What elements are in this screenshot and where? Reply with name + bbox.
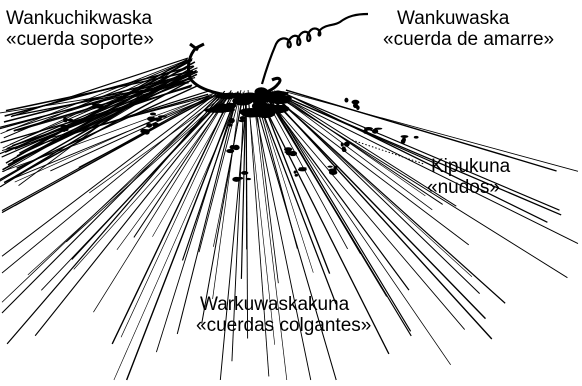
knot	[241, 108, 263, 118]
knot	[152, 123, 159, 127]
knots-label: Kipukuna «nudos»	[427, 156, 510, 198]
knot	[341, 143, 344, 147]
knot	[62, 129, 66, 132]
pendant-cord	[256, 96, 336, 304]
knot	[374, 128, 382, 130]
main-cord-label: Wankuchikwaska «cuerda soporte»	[6, 8, 154, 50]
knot	[150, 112, 156, 115]
knot	[294, 170, 297, 173]
knot	[356, 105, 360, 110]
pendants-label: Warkuwaskakuna «cuerdas colgantes»	[196, 294, 371, 336]
top-cord-name: Wankuwaska	[383, 8, 554, 29]
knot	[146, 123, 152, 128]
knot	[289, 151, 297, 156]
knot	[414, 136, 419, 139]
knot	[147, 116, 155, 121]
top-cord-label: Wankuwaska «cuerda de amarre»	[383, 8, 554, 50]
knot	[401, 135, 409, 138]
knot	[229, 118, 235, 123]
top-cord-gloss: «cuerda de amarre»	[383, 29, 554, 50]
knot	[140, 129, 147, 134]
knot	[344, 141, 350, 146]
pendant-cord	[7, 91, 225, 344]
knot	[92, 104, 97, 108]
knot	[60, 125, 68, 128]
pendants-gloss: «cuerdas colgantes»	[196, 315, 371, 336]
pendant-cord	[2, 96, 219, 302]
knot	[228, 123, 232, 126]
main-cord-name: Wankuchikwaska	[6, 8, 154, 29]
main-cord-gloss: «cuerda soporte»	[6, 29, 154, 50]
knot	[204, 108, 230, 113]
knot	[241, 171, 248, 175]
knot	[98, 107, 103, 109]
pendant-cord	[286, 90, 557, 171]
knot	[158, 115, 167, 117]
pendants-name: Warkuwaskakuna	[196, 294, 371, 315]
knot	[327, 166, 333, 168]
knot	[401, 139, 406, 144]
knots-gloss: «nudos»	[427, 177, 510, 198]
knot	[233, 145, 240, 150]
knot	[72, 121, 76, 124]
knot	[237, 177, 243, 180]
knot	[67, 119, 74, 122]
knots-name: Kipukuna	[427, 156, 510, 177]
knot	[329, 170, 337, 175]
knot	[298, 168, 307, 171]
main-cord-end	[190, 44, 204, 50]
knot	[246, 178, 252, 180]
pendant-cord	[272, 94, 505, 303]
top-cord	[262, 14, 368, 84]
pendant-cord	[275, 95, 568, 278]
knot	[344, 98, 348, 103]
knot	[241, 93, 259, 99]
pendant-cord	[263, 91, 387, 297]
knot	[342, 146, 346, 151]
knot	[295, 174, 298, 177]
knot	[240, 116, 246, 120]
knot	[352, 100, 360, 105]
pendant-cord	[241, 96, 245, 279]
pendant-cord	[20, 74, 197, 159]
knot	[63, 117, 68, 122]
knot	[227, 149, 231, 152]
knot	[363, 129, 367, 134]
knot	[270, 99, 290, 105]
